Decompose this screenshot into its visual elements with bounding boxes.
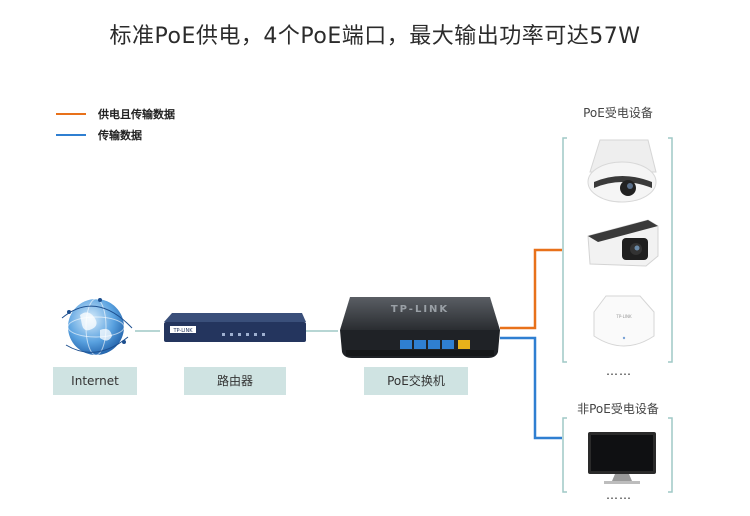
router-label: 路由器 (184, 367, 286, 395)
poe-switch-device-icon (340, 297, 500, 358)
poe-switch-label: PoE交换机 (364, 367, 468, 395)
poe-power-data-line (500, 248, 562, 330)
page-title: 标准PoE供电，4个PoE端口，最大输出功率可达57W (109, 24, 641, 49)
bullet-camera-icon (587, 219, 659, 267)
legend-blue-line (56, 134, 86, 136)
dome-camera-icon (587, 139, 657, 203)
ceiling-ap-icon: TP-LINK (593, 295, 655, 347)
poe-group-bracket-left (562, 137, 567, 363)
svg-text:TP-LINK: TP-LINK (615, 314, 632, 319)
monitor-icon (588, 432, 656, 484)
globe-icon (61, 298, 133, 356)
legend-label-data: 传输数据 (98, 129, 142, 142)
poe-group-more: …… (606, 364, 632, 378)
nonpoe-group-bracket-left (562, 417, 567, 493)
poe-group-bracket-right (668, 137, 673, 363)
poe-group-title: PoE受电设备 (583, 106, 653, 120)
legend-orange-line (56, 113, 86, 115)
svg-text:TP-LINK: TP-LINK (172, 328, 193, 334)
internet-label: Internet (53, 367, 137, 395)
non-poe-group-more: …… (606, 488, 632, 502)
non-poe-group-title: 非PoE受电设备 (577, 402, 659, 416)
router-device-icon: TP-LINK (164, 313, 306, 342)
switch-brand-logo: TP-LINK (390, 304, 450, 315)
nonpoe-group-bracket-right (668, 417, 673, 493)
legend-label-power-data: 供电且传输数据 (98, 108, 175, 121)
data-only-line (500, 336, 562, 440)
